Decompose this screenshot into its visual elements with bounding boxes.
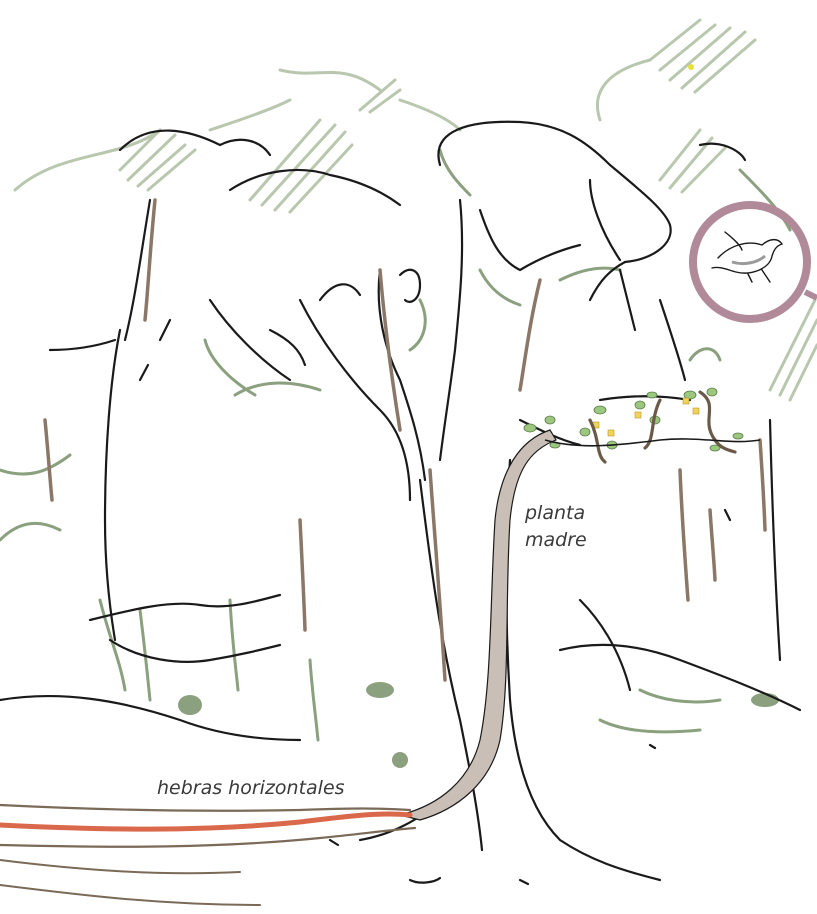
bird-in-circle-icon [689, 201, 817, 323]
tree-outlines [0, 120, 802, 886]
bark-strokes [43, 198, 767, 682]
mother-plant-label-line1: planta [525, 502, 586, 524]
mother-plant-label-line2: madre [525, 529, 587, 551]
background-foliage [13, 18, 817, 402]
horizontal-threads [0, 803, 417, 906]
climbing-seedlings [523, 387, 761, 464]
horizontal-threads-label: hebras horizontales [157, 777, 345, 799]
green-accents [0, 148, 792, 742]
mother-plant-label: planta madre [525, 500, 587, 554]
distant-dot [688, 64, 694, 70]
mother-plant-vine [399, 429, 557, 821]
